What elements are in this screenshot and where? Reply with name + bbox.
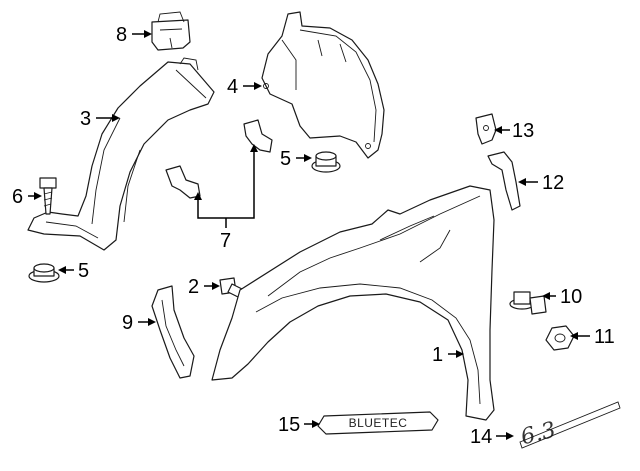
callout-label-4: 4 bbox=[227, 76, 238, 98]
callout-4: 4 bbox=[227, 76, 262, 98]
callout-2: 2 bbox=[188, 276, 220, 298]
callout-label-14: 14 bbox=[470, 426, 492, 448]
callout-label-3: 3 bbox=[80, 108, 91, 130]
callout-label-15: 15 bbox=[278, 414, 300, 436]
push-retainers-part bbox=[165, 119, 273, 199]
callout-14: 14 bbox=[470, 426, 514, 448]
callout-5a: 5 bbox=[58, 260, 89, 282]
callout-label-12: 12 bbox=[542, 172, 564, 194]
callout-11: 11 bbox=[570, 326, 615, 348]
liner-screw-part bbox=[39, 177, 57, 215]
callout-label-10: 10 bbox=[560, 286, 582, 308]
callout-label-2: 2 bbox=[188, 276, 199, 298]
callout-7: 7 bbox=[194, 144, 258, 252]
fender-nut-part bbox=[545, 325, 575, 351]
callout-3: 3 bbox=[80, 108, 120, 130]
callout-12: 12 bbox=[518, 172, 564, 194]
callout-label-1: 1 bbox=[432, 344, 443, 366]
callout-15: 15 bbox=[278, 414, 320, 436]
callout-9: 9 bbox=[122, 312, 156, 334]
callout-label-7: 7 bbox=[220, 230, 231, 252]
clip-part bbox=[151, 11, 191, 51]
callout-13: 13 bbox=[494, 120, 534, 142]
rear-fender-liner-part bbox=[27, 57, 215, 251]
callout-6: 6 bbox=[12, 186, 42, 208]
emblem-part: 6.3 bbox=[518, 401, 621, 450]
callout-label-5a: 5 bbox=[78, 260, 89, 282]
fender-bolt-collar-part bbox=[509, 291, 547, 315]
fender-part bbox=[211, 185, 495, 421]
callout-label-13: 13 bbox=[512, 120, 534, 142]
callout-label-11: 11 bbox=[594, 326, 615, 348]
callout-5b: 5 bbox=[280, 148, 312, 170]
front-fender-liner-part bbox=[261, 11, 385, 159]
callout-label-9: 9 bbox=[122, 312, 133, 334]
badge-part: BLUETEC bbox=[317, 411, 439, 435]
callout-1: 1 bbox=[432, 344, 464, 366]
callout-label-5b: 5 bbox=[280, 148, 291, 170]
liner-nut-lower-part bbox=[28, 263, 60, 283]
callout-label-8: 8 bbox=[116, 24, 127, 46]
small-bracket-part bbox=[475, 113, 497, 145]
callout-8: 8 bbox=[116, 24, 152, 46]
liner-nut-upper-part bbox=[311, 151, 341, 173]
fender-bracket-part bbox=[151, 285, 195, 379]
upper-bracket-part bbox=[487, 151, 521, 211]
callout-10: 10 bbox=[542, 286, 582, 308]
callout-label-6: 6 bbox=[12, 186, 23, 208]
badge-text: BLUETEC bbox=[349, 416, 408, 430]
